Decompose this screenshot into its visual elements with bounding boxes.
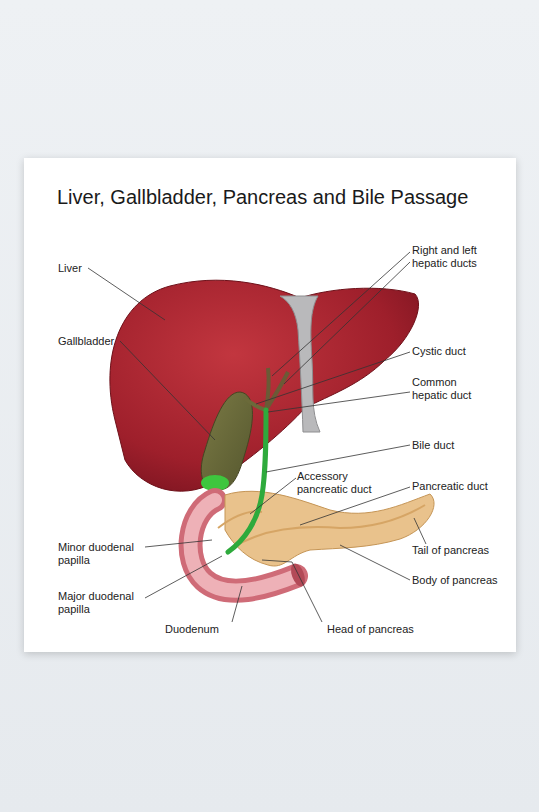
diagram-title: Liver, Gallbladder, Pancreas and Bile Pa…	[57, 185, 468, 209]
leader-line	[250, 478, 296, 514]
duodenum-opening	[288, 562, 307, 589]
gallbladder-shape	[201, 392, 252, 490]
cystic-duct	[244, 398, 266, 410]
part-label: Head of pancreas	[327, 623, 437, 636]
leader-line	[262, 560, 322, 622]
part-label: Major duodenal papilla	[58, 590, 148, 616]
part-label: Body of pancreas	[412, 574, 512, 587]
part-label: Tail of pancreas	[412, 544, 512, 557]
leader-line	[256, 352, 410, 404]
part-label: Gallbladder	[58, 335, 138, 348]
part-label: Liver	[58, 262, 118, 275]
leader-line	[145, 556, 222, 598]
leader-line	[268, 392, 410, 412]
part-label: Common hepatic duct	[412, 376, 492, 402]
part-label: Accessory pancreatic duct	[297, 470, 387, 496]
bile-duct	[228, 410, 266, 552]
leader-lines	[88, 252, 426, 622]
pancreas-shape	[225, 491, 434, 566]
leader-line	[145, 540, 212, 547]
leader-line	[340, 545, 410, 580]
falciform-ligament	[280, 296, 320, 432]
leader-line	[120, 341, 215, 440]
part-label: Right and left hepatic ducts	[412, 244, 507, 270]
leader-line	[414, 518, 426, 544]
leader-line	[272, 252, 410, 376]
part-label: Pancreatic duct	[412, 480, 512, 493]
leader-line	[232, 586, 242, 622]
leader-line	[266, 445, 410, 472]
part-label: Duodenum	[165, 623, 245, 636]
hepatic-ducts	[266, 368, 288, 410]
leader-line	[284, 262, 410, 384]
part-label: Minor duodenal papilla	[58, 541, 148, 567]
part-label: Cystic duct	[412, 345, 507, 358]
leader-line	[88, 268, 165, 320]
part-label: Bile duct	[412, 439, 507, 452]
